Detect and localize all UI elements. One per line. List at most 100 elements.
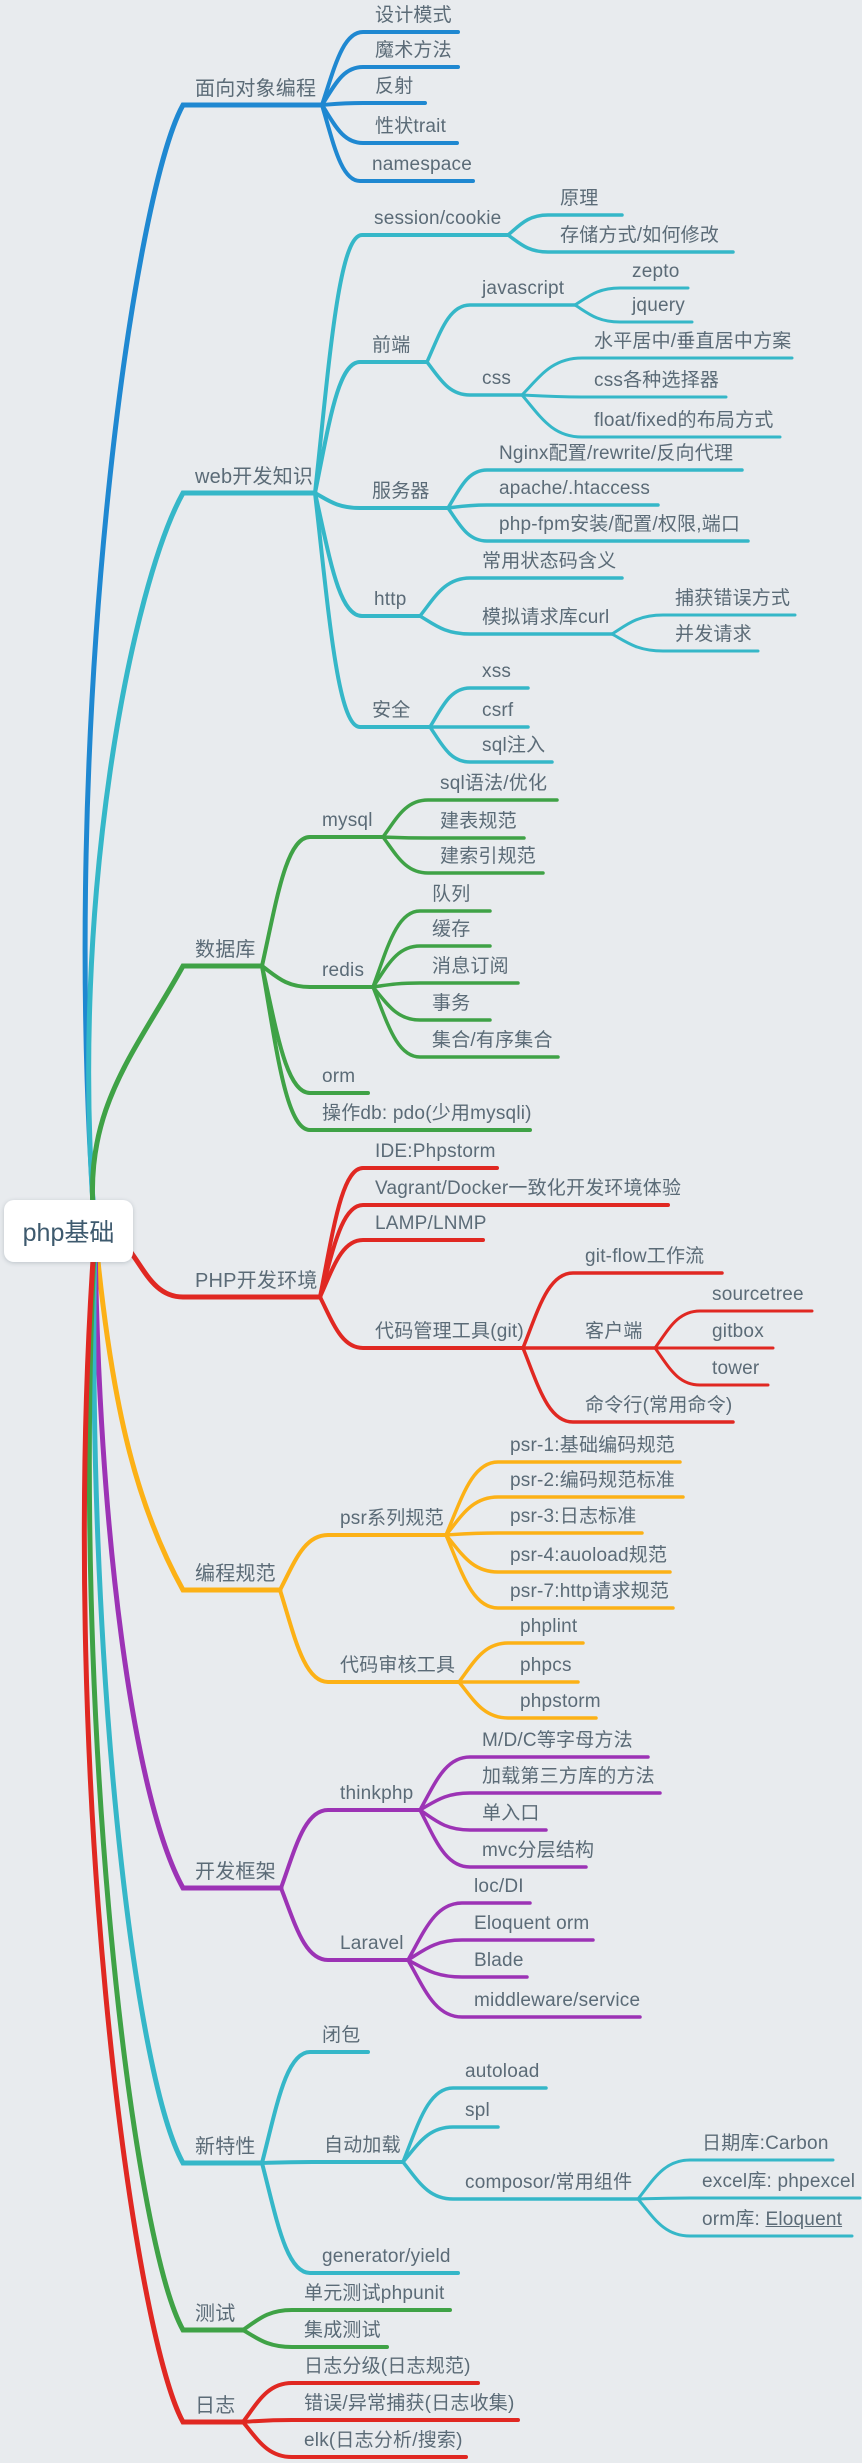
node-label[interactable]: session/cookie bbox=[374, 208, 501, 230]
node-label[interactable]: psr-2:编码规范标准 bbox=[510, 1470, 675, 1492]
node-label[interactable]: Vagrant/Docker一致化开发环境体验 bbox=[375, 1178, 681, 1200]
node-label[interactable]: 魔术方法 bbox=[375, 40, 452, 62]
node-label[interactable]: 闭包 bbox=[322, 2025, 360, 2047]
node-label[interactable]: 数据库 bbox=[195, 939, 256, 961]
node-label[interactable]: zepto bbox=[632, 261, 679, 283]
node-label[interactable]: loc/DI bbox=[474, 1876, 524, 1898]
branch-line bbox=[446, 506, 750, 543]
node-label[interactable]: M/D/C等字母方法 bbox=[482, 1730, 633, 1752]
node-label[interactable]: 代码管理工具(git) bbox=[375, 1321, 524, 1343]
node-label[interactable]: 命令行(常用命令) bbox=[585, 1395, 732, 1417]
node-label[interactable]: css bbox=[482, 368, 511, 390]
node-label[interactable]: phpcs bbox=[520, 1655, 572, 1677]
node-label[interactable]: elk(日志分析/搜索) bbox=[304, 2430, 463, 2452]
node-label[interactable]: tower bbox=[712, 1358, 759, 1380]
node-label[interactable]: css各种选择器 bbox=[594, 370, 719, 392]
node-label[interactable]: 新特性 bbox=[195, 2136, 256, 2158]
node-label[interactable]: xss bbox=[482, 661, 511, 683]
node-label[interactable]: psr-1:基础编码规范 bbox=[510, 1435, 675, 1457]
node-label[interactable]: 性状trait bbox=[375, 116, 446, 138]
node-label[interactable]: LAMP/LNMP bbox=[375, 1213, 487, 1235]
node-label[interactable]: orm bbox=[322, 1066, 355, 1088]
node-label[interactable]: 设计模式 bbox=[375, 5, 452, 27]
node-label[interactable]: psr-7:http请求规范 bbox=[510, 1581, 669, 1603]
node-label[interactable]: jquery bbox=[632, 295, 685, 317]
node-label[interactable]: psr-3:日志标准 bbox=[510, 1506, 637, 1528]
node-label[interactable]: http bbox=[374, 589, 407, 611]
node-label[interactable]: redis bbox=[322, 960, 364, 982]
node-label[interactable]: web开发知识 bbox=[195, 466, 313, 488]
node-label[interactable]: csrf bbox=[482, 700, 513, 722]
node-label-text: 日志 bbox=[195, 2395, 236, 2417]
node-label[interactable]: spl bbox=[465, 2100, 490, 2122]
node-label[interactable]: Laravel bbox=[340, 1933, 404, 1955]
node-label[interactable]: gitbox bbox=[712, 1321, 764, 1343]
node-label[interactable]: 反射 bbox=[375, 76, 413, 98]
node-label[interactable]: javascript bbox=[482, 278, 564, 300]
node-label[interactable]: psr系列规范 bbox=[340, 1508, 444, 1530]
node-label[interactable]: 编程规范 bbox=[195, 1563, 276, 1585]
node-label[interactable]: namespace bbox=[372, 154, 472, 176]
node-label[interactable]: sql语法/优化 bbox=[440, 773, 547, 795]
node-label[interactable]: sourcetree bbox=[712, 1284, 804, 1306]
node-label[interactable]: 模拟请求库curl bbox=[482, 607, 609, 629]
node-label[interactable]: mysql bbox=[322, 810, 373, 832]
node-label[interactable]: middleware/service bbox=[474, 1990, 640, 2012]
node-label[interactable]: 存储方式/如何修改 bbox=[560, 225, 719, 247]
node-label[interactable]: thinkphp bbox=[340, 1783, 413, 1805]
node-label[interactable]: mvc分层结构 bbox=[482, 1840, 594, 1862]
node-label-text: 设计模式 bbox=[375, 5, 452, 26]
node-label[interactable]: 常用状态码含义 bbox=[482, 551, 616, 573]
node-label[interactable]: 安全 bbox=[372, 700, 410, 722]
node-label[interactable]: 自动加载 bbox=[324, 2135, 401, 2157]
node-label[interactable]: 事务 bbox=[432, 993, 470, 1015]
node-label[interactable]: 错误/异常捕获(日志收集) bbox=[304, 2393, 515, 2415]
node-label[interactable]: 水平居中/垂直居中方案 bbox=[594, 331, 791, 353]
node-label[interactable]: 开发框架 bbox=[195, 1861, 276, 1883]
branch-line bbox=[260, 835, 385, 968]
node-label[interactable]: apache/.htaccess bbox=[499, 478, 650, 500]
node-label[interactable]: orm库: Eloquent bbox=[702, 2209, 842, 2231]
node-label[interactable]: Blade bbox=[474, 1950, 524, 1972]
node-label[interactable]: float/fixed的布局方式 bbox=[594, 410, 774, 432]
node-label[interactable]: PHP开发环境 bbox=[195, 1270, 318, 1292]
node-label[interactable]: php-fpm安装/配置/权限,端口 bbox=[499, 514, 740, 536]
node-label[interactable]: 面向对象编程 bbox=[195, 78, 316, 100]
node-label[interactable]: 捕获错误方式 bbox=[675, 588, 790, 610]
node-label[interactable]: 前端 bbox=[372, 335, 410, 357]
node-label[interactable]: git-flow工作流 bbox=[585, 1246, 704, 1268]
node-label[interactable]: sql注入 bbox=[482, 735, 545, 757]
node-label[interactable]: 日期库:Carbon bbox=[702, 2133, 829, 2155]
node-label[interactable]: composor/常用组件 bbox=[465, 2172, 632, 2194]
node-label[interactable]: 日志 bbox=[195, 2395, 235, 2417]
node-label[interactable]: Eloquent orm bbox=[474, 1913, 589, 1935]
node-label[interactable]: generator/yield bbox=[322, 2246, 451, 2268]
node-label[interactable]: 单元测试phpunit bbox=[304, 2283, 445, 2305]
node-label[interactable]: phplint bbox=[520, 1616, 577, 1638]
node-label[interactable]: 队列 bbox=[432, 884, 470, 906]
node-label[interactable]: 客户端 bbox=[585, 1321, 643, 1343]
node-label[interactable]: 代码审核工具 bbox=[340, 1655, 455, 1677]
node-label[interactable]: phpstorm bbox=[520, 1691, 601, 1713]
node-label[interactable]: 并发请求 bbox=[675, 624, 752, 646]
root-node[interactable]: php基础 bbox=[4, 1200, 133, 1262]
node-label[interactable]: 日志分级(日志规范) bbox=[304, 2356, 471, 2378]
node-label[interactable]: 原理 bbox=[560, 188, 598, 210]
node-label[interactable]: excel库: phpexcel bbox=[702, 2171, 855, 2193]
node-label[interactable]: 加载第三方库的方法 bbox=[482, 1766, 655, 1788]
node-label[interactable]: 缓存 bbox=[432, 919, 470, 941]
node-label[interactable]: autoload bbox=[465, 2061, 540, 2083]
node-label[interactable]: 服务器 bbox=[372, 481, 430, 503]
node-label[interactable]: 单入口 bbox=[482, 1803, 540, 1825]
node-label[interactable]: 测试 bbox=[195, 2303, 235, 2325]
node-label[interactable]: 集成测试 bbox=[304, 2320, 381, 2342]
node-label[interactable]: 消息订阅 bbox=[432, 956, 509, 978]
node-label[interactable]: psr-4:auoload规范 bbox=[510, 1545, 667, 1567]
node-label[interactable]: 操作db: pdo(少用mysqli) bbox=[322, 1103, 532, 1125]
node-label[interactable]: 建索引规范 bbox=[440, 846, 536, 868]
node-label[interactable]: IDE:Phpstorm bbox=[375, 1141, 496, 1163]
node-label[interactable]: 集合/有序集合 bbox=[432, 1030, 553, 1052]
node-label[interactable]: 建表规范 bbox=[440, 811, 517, 833]
node-label[interactable]: Nginx配置/rewrite/反向代理 bbox=[499, 443, 733, 465]
